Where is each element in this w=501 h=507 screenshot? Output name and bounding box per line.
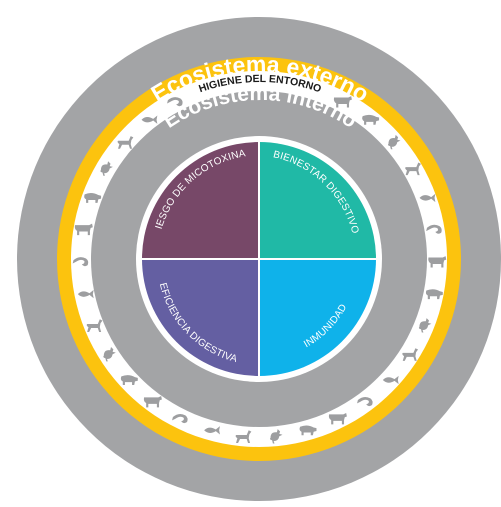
quadrant-digestive-wellbeing	[259, 142, 376, 259]
quadrant-mycotoxin-risk	[142, 142, 259, 259]
quadrant-immunity	[259, 259, 376, 376]
quadrant-digestive-efficiency	[142, 259, 259, 376]
quadrants	[142, 142, 376, 376]
